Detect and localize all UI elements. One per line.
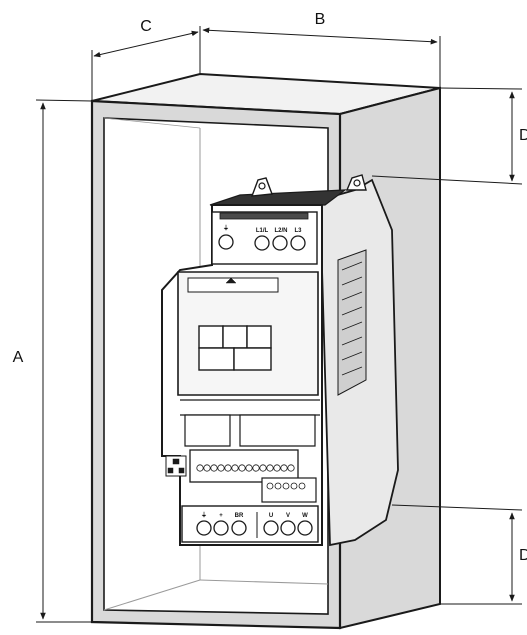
terminal-label-l3: L3 (294, 228, 302, 234)
motor-terminal-ground: ⏚ (196, 512, 212, 536)
motor-terminal-br: BR (231, 513, 247, 536)
ground-symbol-icon: ⏚ (223, 225, 229, 232)
dimension-label-b: B (315, 11, 326, 28)
terminal-label-plus: + (219, 513, 223, 519)
dimension-b (202, 27, 441, 88)
motor-terminal-plus: + (213, 513, 229, 536)
dimension-label-c: C (140, 18, 152, 35)
ground-symbol-icon: ⏚ (201, 512, 207, 519)
dimension-d-top (371, 87, 523, 185)
dimension-label-d-top: D (519, 127, 527, 144)
motor-terminal-u: U (263, 513, 279, 536)
dimension-label-d-bottom: D (519, 547, 527, 564)
terminal-label-l2: L2/N (274, 228, 287, 234)
terminal-label-v: V (286, 513, 290, 519)
power-terminal-l1: L1/L (254, 228, 270, 251)
power-terminal-l2: L2/N (272, 228, 288, 251)
terminal-label-w: W (302, 513, 308, 519)
dimension-label-a: A (13, 349, 24, 366)
variable-frequency-drive (161, 174, 399, 547)
power-terminal-l3: L3 (290, 228, 306, 251)
terminal-label-u: U (269, 513, 273, 519)
motor-terminal-w: W (297, 513, 313, 536)
dimension-c (91, 26, 201, 101)
dimension-a (35, 99, 93, 623)
terminal-label-br: BR (235, 513, 244, 519)
power-terminal-ground: ⏚ (218, 225, 234, 250)
motor-terminal-v: V (280, 513, 296, 536)
dimension-d-bottom (391, 504, 523, 605)
terminal-label-l1: L1/L (256, 228, 269, 234)
